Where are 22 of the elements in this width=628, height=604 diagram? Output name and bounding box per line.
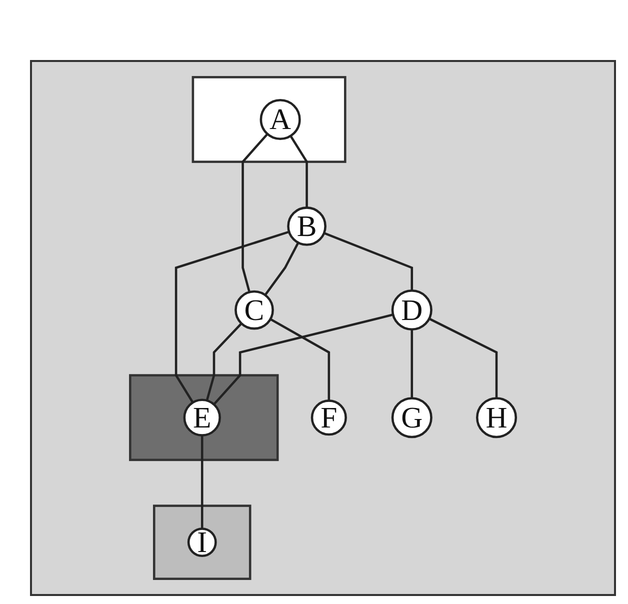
circle-node: A	[260, 98, 301, 140]
square-frame	[129, 374, 279, 462]
connector-line	[264, 242, 300, 296]
circle-node: B	[287, 206, 326, 246]
connector-line	[410, 329, 413, 398]
circle-node: H	[476, 397, 517, 438]
connector-line	[200, 435, 204, 529]
connector-line	[324, 232, 413, 291]
circle-node: F	[310, 400, 347, 436]
circle-node: E	[183, 398, 221, 436]
connector-line	[270, 318, 330, 401]
circle-node: C	[234, 290, 274, 330]
connector-line	[428, 318, 498, 398]
connector-line	[290, 135, 308, 208]
square-frame	[192, 76, 346, 163]
circle-node: D	[391, 290, 432, 331]
connector-line	[206, 322, 242, 401]
circle-node: G	[391, 397, 432, 438]
connector-line	[242, 133, 268, 292]
connector-line	[213, 314, 394, 406]
connector-line	[174, 230, 290, 404]
square-frame	[152, 504, 252, 580]
